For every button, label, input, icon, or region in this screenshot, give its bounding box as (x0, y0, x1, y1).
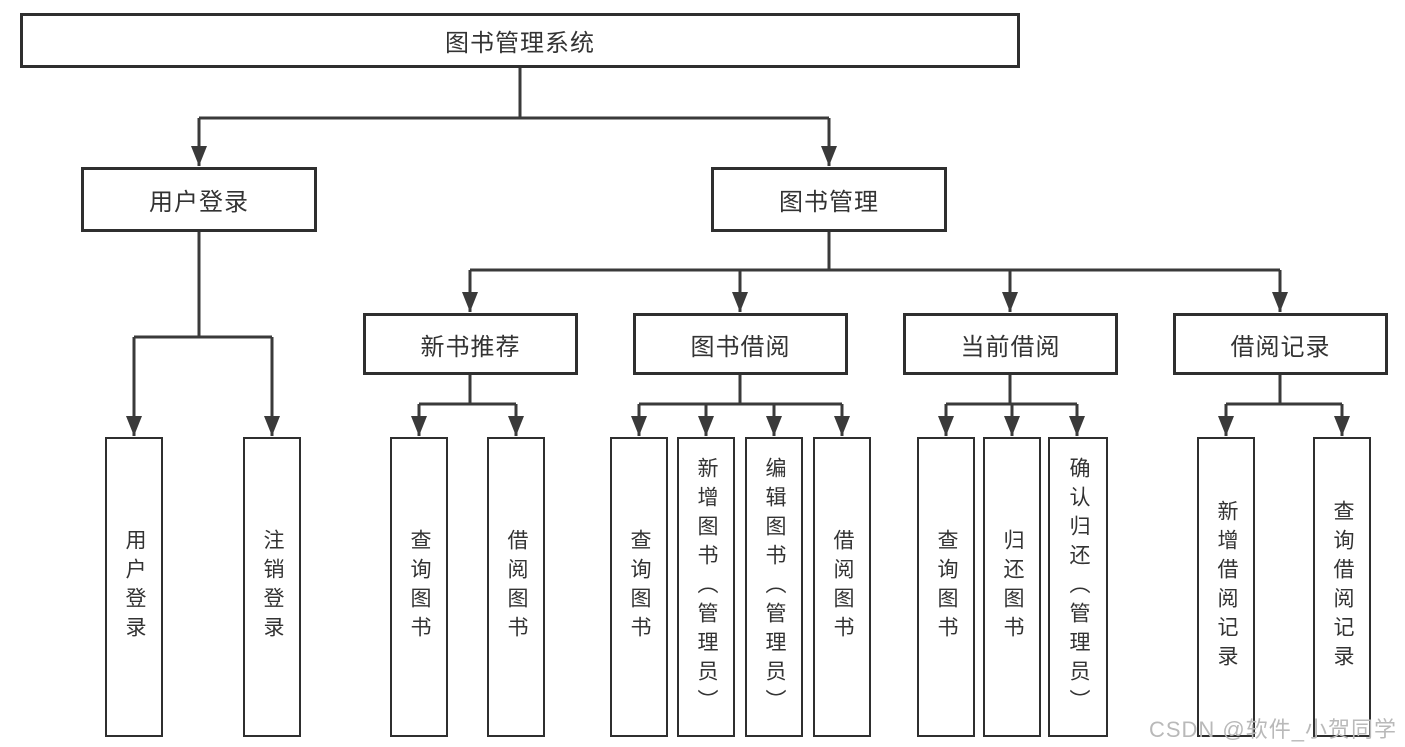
leaf-newbooks-search-label: 查询图书 (408, 529, 431, 645)
node-user-login: 用户登录 (81, 167, 317, 232)
node-borrow-records: 借阅记录 (1173, 313, 1388, 375)
leaf-records-search-label: 查询借阅记录 (1331, 500, 1354, 674)
leaf-user-login: 用户登录 (105, 437, 163, 737)
csdn-watermark: CSDN @软件_小贺同学 (1148, 717, 1397, 742)
leaf-logout-label: 注销登录 (261, 529, 284, 645)
node-book-mgmt-label: 图书管理 (779, 189, 879, 216)
leaf-user-login-label: 用户登录 (123, 529, 146, 645)
leaf-current-search: 查询图书 (917, 437, 975, 737)
connector-root-to-level2 (199, 68, 829, 120)
leaf-newbooks-borrow-label: 借阅图书 (505, 529, 528, 645)
leaf-newbooks-search: 查询图书 (390, 437, 448, 737)
node-current-borrow: 当前借阅 (903, 313, 1118, 375)
leaf-borrow-borrow-label: 借阅图书 (831, 529, 854, 645)
node-book-borrow-label: 图书借阅 (690, 333, 791, 361)
leaf-borrow-add: 新增图书（管理员） (677, 437, 735, 737)
leaf-logout: 注销登录 (243, 437, 301, 737)
leaf-records-search: 查询借阅记录 (1313, 437, 1371, 737)
leaf-current-search-label: 查询图书 (935, 529, 958, 645)
node-borrow-records-label: 借阅记录 (1230, 333, 1331, 361)
leaf-current-confirm-label: 确认归还（管理员） (1067, 456, 1090, 718)
node-new-books: 新书推荐 (363, 313, 578, 375)
connector-new-books-branch (419, 375, 516, 406)
leaf-borrow-edit-label: 编辑图书（管理员） (763, 456, 786, 718)
node-book-borrow: 图书借阅 (633, 313, 848, 375)
node-current-borrow-label: 当前借阅 (960, 333, 1061, 361)
leaf-borrow-search: 查询图书 (610, 437, 668, 737)
leaf-current-return-label: 归还图书 (1001, 529, 1024, 645)
connector-user-login-branch (134, 232, 272, 339)
node-user-login-label: 用户登录 (149, 189, 249, 216)
leaf-current-return: 归还图书 (983, 437, 1041, 737)
connector-book-mgmt-branch (470, 232, 1280, 272)
node-root: 图书管理系统 (20, 13, 1020, 68)
connector-book-borrow-branch (639, 375, 842, 406)
node-new-books-label: 新书推荐 (420, 333, 521, 361)
connector-borrow-records-branch (1226, 375, 1342, 406)
leaf-current-confirm: 确认归还（管理员） (1048, 437, 1108, 737)
leaf-newbooks-borrow: 借阅图书 (487, 437, 545, 737)
node-root-label: 图书管理系统 (445, 30, 595, 57)
leaf-borrow-borrow: 借阅图书 (813, 437, 871, 737)
leaf-borrow-search-label: 查询图书 (628, 529, 651, 645)
leaf-borrow-add-label: 新增图书（管理员） (695, 456, 718, 718)
leaf-borrow-edit: 编辑图书（管理员） (745, 437, 803, 737)
leaf-records-add-label: 新增借阅记录 (1215, 500, 1238, 674)
leaf-records-add: 新增借阅记录 (1197, 437, 1255, 737)
node-book-mgmt: 图书管理 (711, 167, 947, 232)
connector-current-borrow-branch (946, 375, 1077, 406)
